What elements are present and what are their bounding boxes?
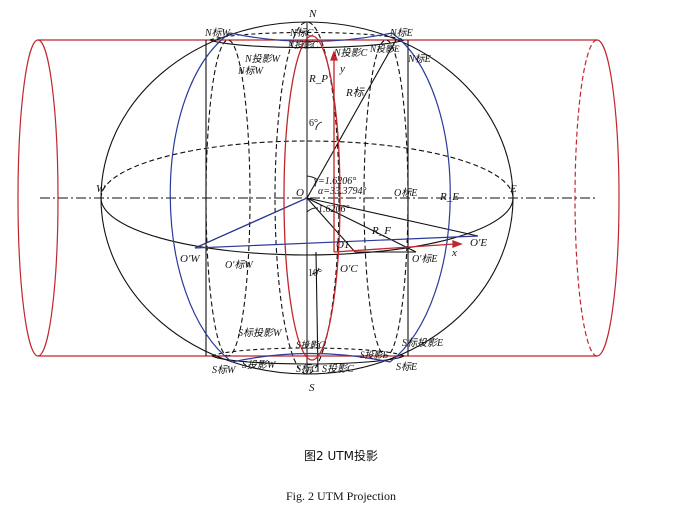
label-o: O (296, 187, 304, 199)
label-n-proj-e: N投影E (369, 44, 400, 54)
label-n-mid-w: N投影W (244, 53, 282, 65)
label-n-mid-e: N标E (407, 53, 431, 65)
label-s-e: S标E (396, 361, 417, 373)
label-o-prime-c: O′C (340, 263, 358, 275)
label-s-proj-c2: S投影C (322, 363, 354, 375)
globe (40, 21, 598, 375)
central-meridian (283, 35, 463, 361)
label-o-prime-biao-e: O′标E (412, 253, 438, 265)
label-o1: O1 (336, 239, 349, 251)
label-e: E (509, 183, 517, 195)
label-o-prime-e: O′E (470, 237, 487, 249)
label-s-biao-proj-e: S标投影E (402, 337, 443, 349)
label-o-biao-e: O标E (394, 187, 417, 199)
blue-graticule (169, 32, 479, 363)
label-s-w: S标W (212, 364, 237, 376)
label-o-prime-w: O′W (180, 253, 200, 265)
label-gamma: γ=1.6206° (314, 176, 356, 187)
label-n-top-w: N标W (204, 27, 232, 39)
label-beta: 1.6206° (318, 204, 350, 215)
label-r-biao: R标 (345, 86, 366, 99)
label-n: N (308, 8, 317, 20)
label-s-proj-w2: S投影W (242, 359, 277, 371)
label-n-top-c: N标C (289, 27, 314, 39)
label-rf: R_F (371, 225, 391, 237)
label-s-proj-w: S标投影W (238, 327, 283, 339)
label-ten-deg: 10° (308, 268, 322, 279)
label-s: S (309, 382, 315, 394)
label-re: R_E (439, 191, 459, 203)
label-o-prime-biao-w: O′标W (225, 259, 254, 271)
label-s-c: S标C (296, 363, 318, 375)
label-n-top-e: N标E (389, 27, 413, 39)
angle-marks (306, 121, 323, 275)
label-w: W (96, 183, 106, 195)
label-n-proj-c: N投影C (287, 40, 319, 50)
label-n-mid-w2: N标W (237, 65, 265, 77)
label-s-proj-e: S投影E (360, 350, 389, 360)
label-x: x (451, 247, 457, 259)
label-six-deg: 6° (309, 118, 318, 129)
labels: N S W E O N标W N标E N标C N投影W N标W N投影C N投影E… (96, 8, 517, 394)
label-y: y (339, 63, 345, 75)
label-alpha: α=33.3794° (318, 186, 367, 197)
label-n-mid-c: N投影C (333, 47, 368, 59)
label-s-proj-c: S投影C (296, 340, 326, 350)
caption-chinese: 图2 UTM投影 (304, 449, 378, 463)
label-rp: R_P (308, 73, 328, 85)
caption-english: Fig. 2 UTM Projection (286, 489, 396, 503)
